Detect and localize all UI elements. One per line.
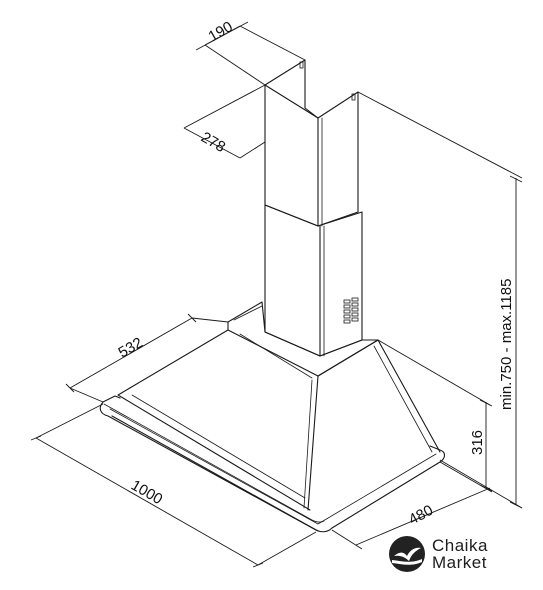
- dim-label-190: 190: [206, 18, 236, 45]
- dim-label-1000: 1000: [128, 477, 165, 508]
- dim-label-532: 532: [116, 334, 146, 361]
- dim-label-278: 278: [198, 129, 228, 156]
- dim-316: 316: [377, 339, 493, 492]
- dim-label-316: 316: [469, 430, 486, 455]
- brand-line-2: Market: [432, 553, 487, 572]
- brand-logo: Chaika Market: [388, 535, 538, 579]
- dim-532: 532: [65, 313, 229, 403]
- brand-name: Chaika Market: [432, 537, 488, 571]
- bird-logo-icon: [389, 536, 425, 572]
- dim-190: 190: [195, 18, 306, 86]
- brand-line-1: Chaika: [432, 536, 488, 555]
- chimney: [264, 59, 363, 357]
- hood-canopy: [99, 301, 446, 533]
- dim-label-480: 480: [406, 502, 436, 529]
- dim-278: 278: [183, 84, 266, 159]
- dim-total-height: min.750 - max.1185: [357, 91, 523, 509]
- vent-grille: [343, 297, 359, 324]
- dim-label-total-height: min.750 - max.1185: [498, 279, 515, 410]
